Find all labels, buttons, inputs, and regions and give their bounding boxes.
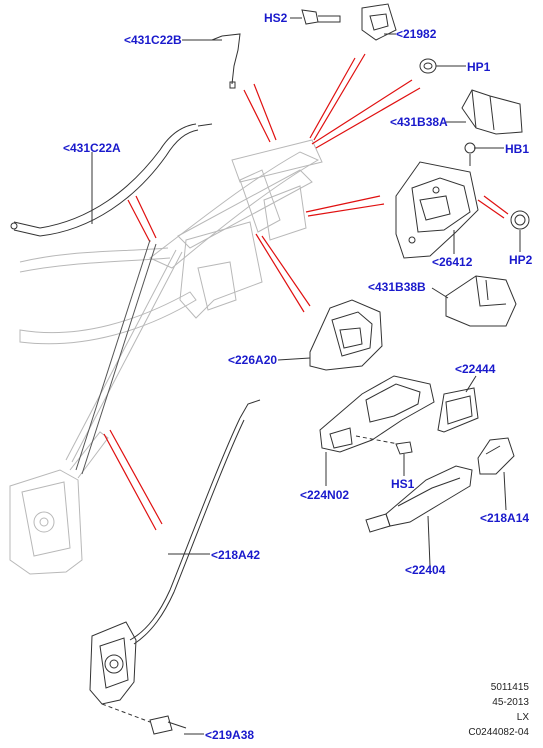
diagram-reference-block: 5011415 45-2013 LX C0244082-04 [468,680,529,740]
reference-model-code: LX [516,712,529,723]
cover-431b38a [461,89,523,135]
frame-224n02 [319,375,435,453]
callout-22444: <22444 [455,362,496,376]
callout-hs1: HS1 [391,477,415,491]
trim-22444 [437,387,479,433]
cover-431b38b [445,275,517,327]
striker-21982 [361,3,397,41]
bracket-226a20 [309,299,383,371]
bolt-hb1 [464,142,476,166]
reference-illustration-id: C0244082-04 [468,727,529,738]
screw-hs2 [301,9,341,25]
cap-218a14 [477,437,515,475]
plug-hp2 [510,210,530,230]
callout-26412: <26412 [432,255,473,269]
callout-431b38b: <431B38B [368,280,426,294]
pointer-lines [103,53,509,531]
callout-218a42: <218A42 [211,548,261,562]
callout-431c22a: <431C22A [63,141,121,155]
callout-21982: <21982 [396,27,437,41]
reference-number: 5011415 [490,682,529,693]
callout-218a14: <218A14 [480,511,530,525]
latch-26412 [395,161,479,259]
callout-22404: <22404 [405,563,446,577]
reference-date-code: 45-2013 [492,697,529,708]
screw-hs1 [395,441,413,468]
leader-lines [91,17,521,735]
callout-226a20: <226A20 [228,353,278,367]
cable-431c22b [211,33,241,89]
callout-431c22b: <431C22B [124,33,182,47]
callout-431b38a: <431B38A [390,115,448,129]
door-frame-ghost [9,139,323,575]
callout-219a38: <219A38 [205,728,255,742]
plug-hp1 [419,58,437,74]
cable-431c22a [10,123,213,237]
callout-hs2: HS2 [264,11,288,25]
latch-assembly-lower [89,621,151,723]
handle-22404 [365,465,473,533]
callout-hp2: HP2 [509,253,533,267]
plug-219a38 [149,715,187,735]
callout-224n02: <224N02 [300,488,350,502]
cable-218a42 [75,239,261,645]
callout-hb1: HB1 [505,142,530,156]
callout-hp1: HP1 [467,60,491,74]
